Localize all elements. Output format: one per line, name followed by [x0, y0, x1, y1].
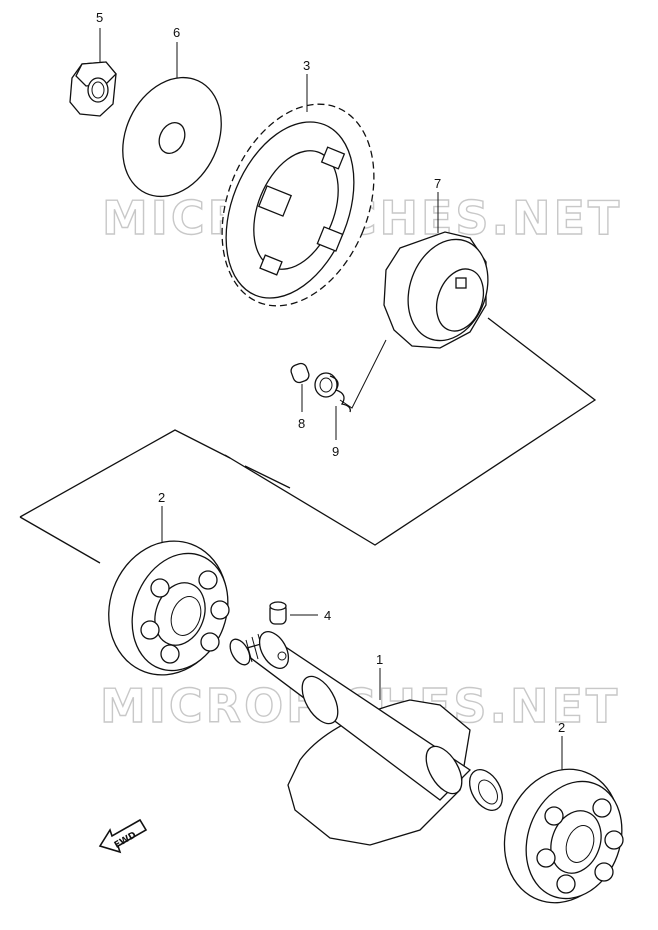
dowel-part-4 — [269, 601, 287, 625]
bearing-part-2-upper — [108, 540, 230, 676]
collar-part-7 — [383, 231, 489, 349]
assembly-outline — [19, 317, 597, 564]
spring-part-9 — [314, 372, 351, 413]
callout-7: 7 — [434, 176, 441, 191]
callout-2-lower: 2 — [558, 720, 565, 735]
callouts: 5 6 3 7 8 9 2 4 1 2 — [96, 10, 565, 735]
leader-lines — [99, 28, 563, 770]
gear-part-3 — [221, 103, 375, 307]
washer-part-6 — [122, 76, 222, 198]
balancer-shaft-part-1 — [229, 631, 504, 846]
callout-9: 9 — [332, 444, 339, 459]
hex-nut-part-5 — [69, 61, 117, 117]
callout-8: 8 — [298, 416, 305, 431]
bearing-part-2-lower — [503, 768, 624, 904]
callout-4: 4 — [324, 608, 331, 623]
fwd-arrow-icon: FWD — [98, 818, 148, 854]
callout-2-upper: 2 — [158, 490, 165, 505]
callout-5: 5 — [96, 10, 103, 25]
pin-part-8 — [290, 362, 310, 384]
callout-1: 1 — [376, 652, 383, 667]
callout-6: 6 — [173, 25, 180, 40]
callout-3: 3 — [303, 58, 310, 73]
